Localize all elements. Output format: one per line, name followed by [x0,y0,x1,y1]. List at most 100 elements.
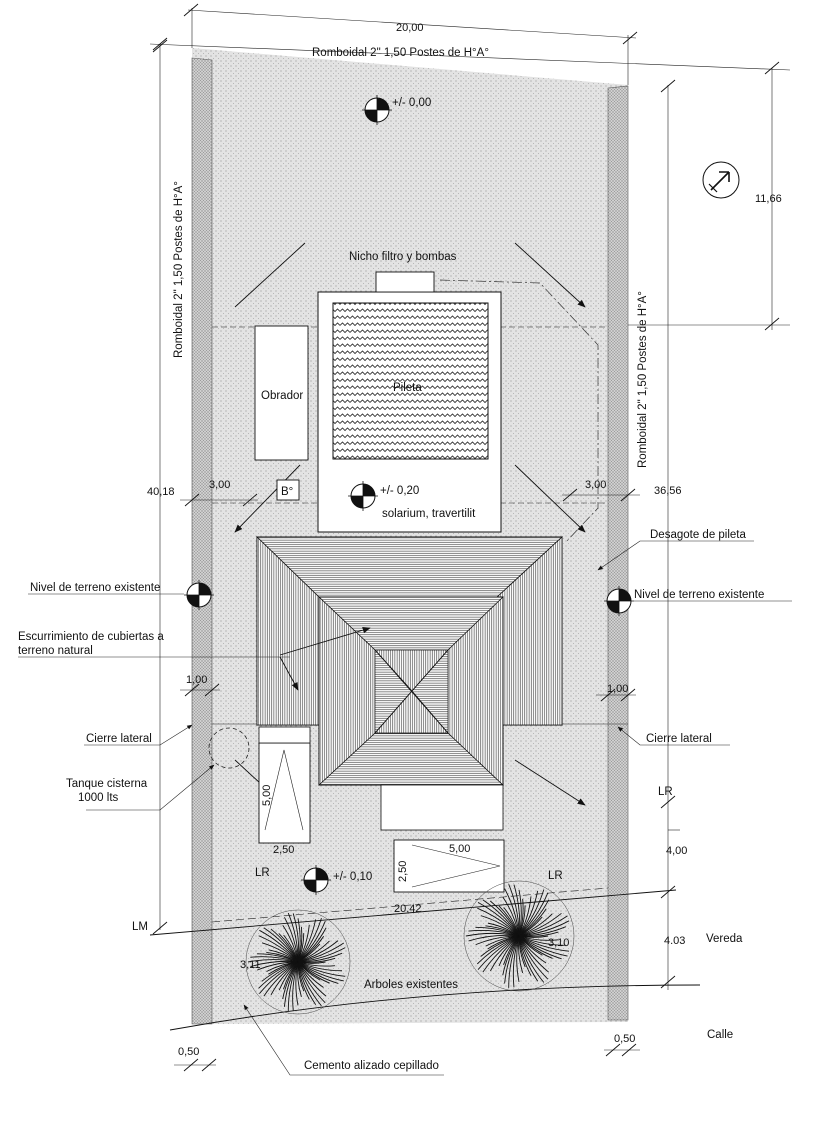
chevron-left [234,464,301,533]
label-lr-mid: LR [548,870,563,882]
level-marker-top [362,95,392,125]
level-marker-garage [301,865,331,895]
tree-branch [518,889,545,937]
tree-branch [508,935,520,988]
tick [183,1058,199,1072]
escurrimiento-arrow-2 [279,626,371,656]
tick [152,37,168,51]
tick [562,488,578,502]
dim-right-total-label: 36,56 [654,485,682,497]
tree-branch [518,935,549,980]
pool [332,302,489,460]
tree-branch [518,931,559,937]
tree-branch [518,935,545,983]
tick [764,61,780,75]
tree-branch [508,883,520,937]
tree-branch [518,935,570,952]
tick [600,688,616,702]
level-marker-solarium [348,481,378,511]
leader-tanque [86,764,215,811]
parking-2-arrow [411,844,501,888]
label-calle: Calle [707,1029,733,1041]
label-boundary-top: Romboidal 2" 1,50 Postes de H°A° [312,47,489,59]
tree-left [247,912,346,1011]
bano-box [276,479,300,501]
tree-branch [518,915,568,937]
label-solarium: solarium, travertilit [382,508,476,520]
tree-branch [468,934,520,942]
tick [242,493,258,507]
tree-branch [477,935,520,970]
label-vereda: Vereda [706,933,743,945]
tree-branch [518,920,570,937]
north-arrow-icon [702,161,740,199]
label-lr-right: LR [658,786,673,798]
tick [660,795,676,809]
boundary-top-line [149,43,791,71]
label-obrador: Obrador [261,390,303,402]
dim-right-segment: 11,66 [755,193,782,205]
tick [620,488,636,502]
label-boundary-right: Romboidal 2" 1,50 Postes de H°A° [637,291,649,468]
dim-setback-right: 3,00 [585,479,606,491]
label-arboles: Arboles existentes [364,979,458,991]
tick [660,79,676,93]
street-curb [169,984,701,1031]
tree-branch [518,892,549,937]
tree-branch [465,932,520,937]
label-nivel-right: Nivel de terreno existente [634,589,764,601]
dim-setback-left: 3,00 [209,479,230,491]
tick [204,683,220,697]
tree-right-canopy [463,880,575,992]
label-tanque-2: 1000 lts [78,792,119,804]
right-boundary-strip [607,85,629,1021]
label-tanque-1: Tanque cisterna [66,778,148,790]
tree-branch [297,957,336,963]
tick [184,683,200,697]
dim-sidewalk: 4.03 [664,935,685,947]
dim-side-left: 1,00 [186,674,207,686]
obrador-box [254,325,309,461]
tree-branch [512,935,520,988]
cistern-tank [208,727,250,769]
tick [605,1043,621,1057]
dim-front-width: 20,42 [394,903,422,915]
tree-left-canopy [245,909,351,1015]
leader-cierre-right [617,726,730,746]
label-bano: B° [281,486,293,498]
dim-top-line [187,9,637,39]
escurrimiento-arrow-1 [279,656,299,691]
dim-bottom-left: 0,50 [178,1046,199,1058]
label-nicho: Nicho filtro y bombas [349,251,457,263]
label-escurrimiento-1: Escurrimiento de cubiertas a [18,631,164,643]
parking-2 [393,839,505,893]
tree-right [465,883,570,988]
front-line [149,889,677,936]
tree-branch [477,902,520,937]
dim-bottom-right: 0,50 [614,1033,635,1045]
leader-cemento [243,1004,444,1076]
dim-width-top: 20,00 [396,22,424,34]
dim-front-depth: 4,00 [666,845,687,857]
dim-parking2-width: 2,50 [397,861,409,882]
label-escurrimiento-2: terreno natural [18,645,93,657]
label-lr-left: LR [255,867,270,879]
label-cierre-right: Cierre lateral [646,733,712,745]
chevron-bottom-right [514,759,586,806]
level-marker-left [184,580,214,610]
tick [764,317,780,331]
rear-block [380,784,504,831]
label-pileta: Pileta [393,382,422,394]
tick [201,1058,217,1072]
dim-parking-width: 2,50 [273,844,294,856]
tick [152,921,168,935]
dim-parking2-length: 5,00 [449,843,470,855]
dim-side-right: 1,00 [607,683,628,695]
dim-tree-right: 3,10 [548,937,569,949]
label-cierre-left: Cierre lateral [86,733,152,745]
tick [184,493,200,507]
dim-tree-left: 3,11 [240,959,261,971]
leader-desagote [597,540,754,571]
tick [622,31,638,45]
